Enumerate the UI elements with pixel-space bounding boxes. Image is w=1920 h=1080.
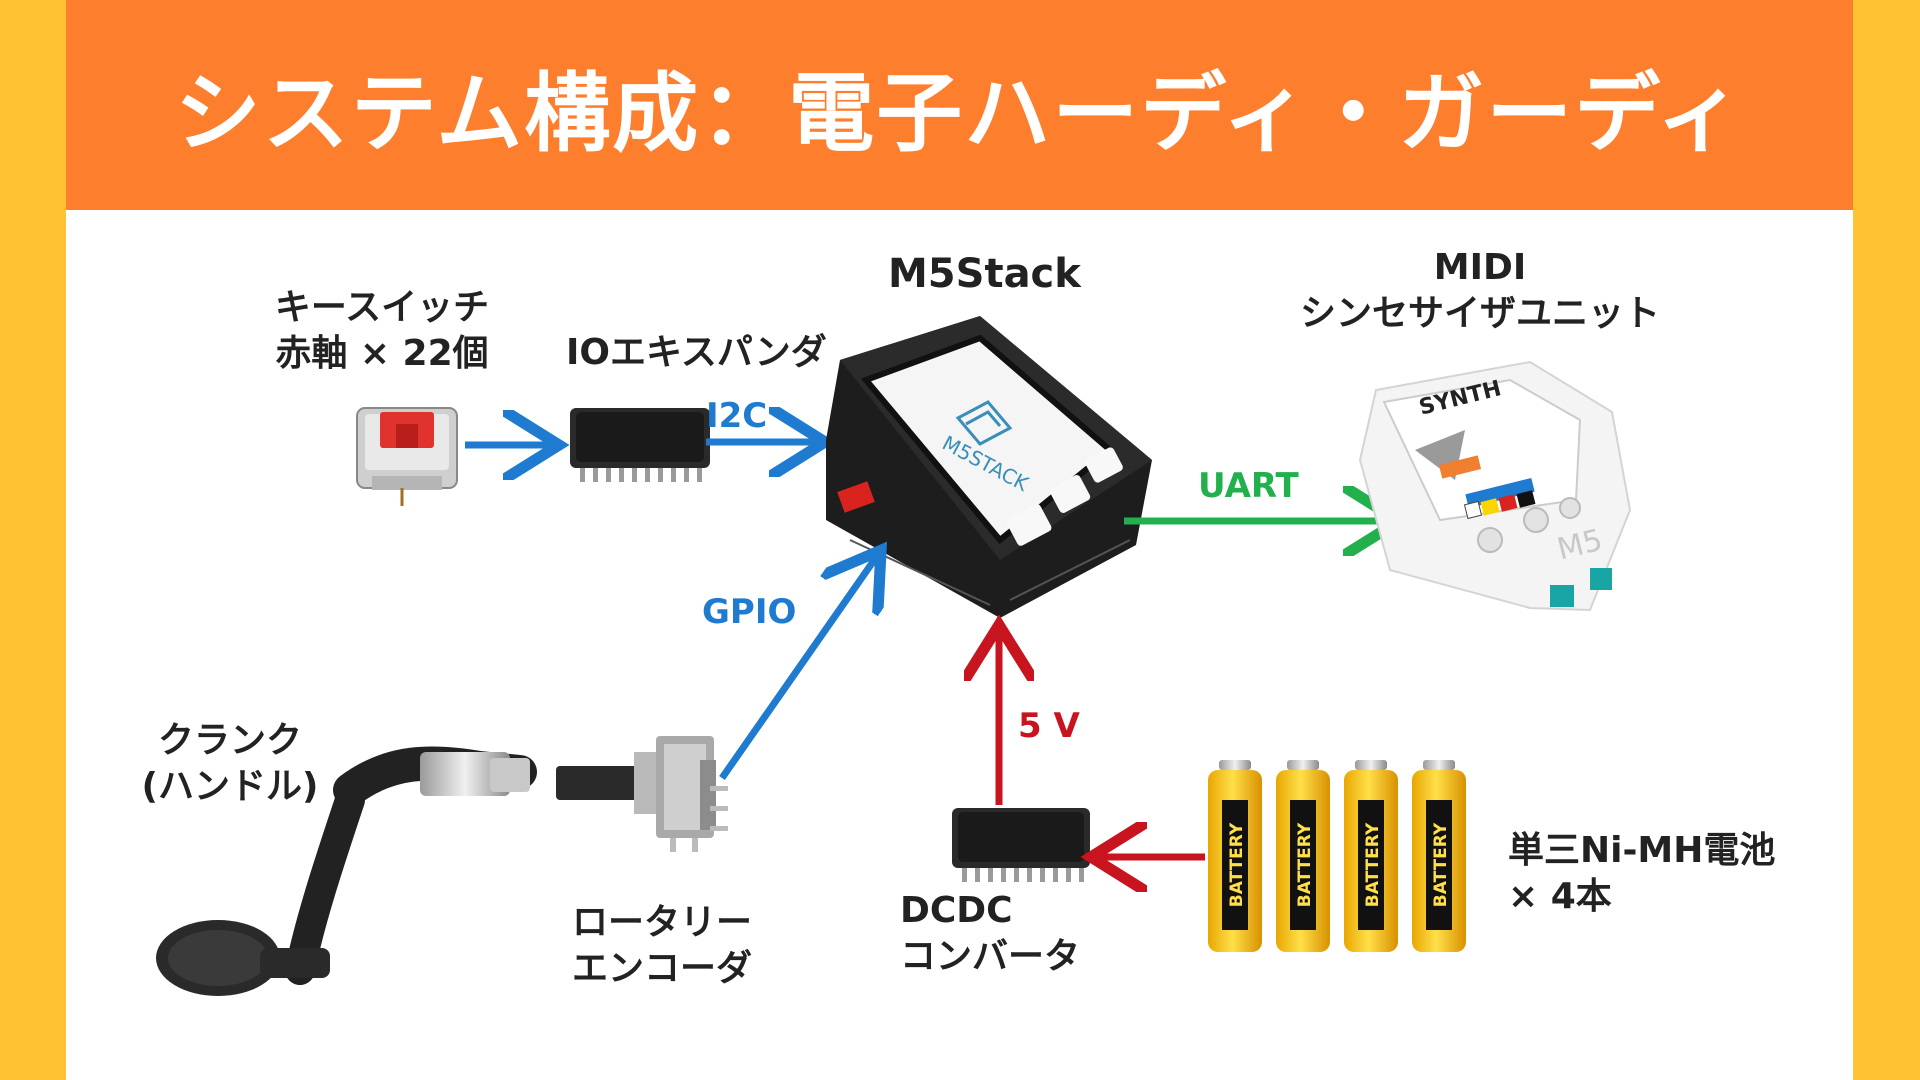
key-switch-label-line2: 赤軸 × 22個: [275, 333, 489, 374]
key-switch-label: キースイッチ 赤軸 × 22個: [262, 285, 502, 377]
i2c-link-label: I2C: [706, 396, 768, 436]
title-bar: システム構成：電子ハーディ・ガーディ: [66, 0, 1853, 210]
io-expander-label: IOエキスパンダ: [566, 330, 827, 376]
crank-label: クランク (ハンドル): [130, 718, 330, 810]
midi-synth-unit-image: SYNTH M5: [1358, 360, 1632, 612]
crank-handle-image: [156, 746, 537, 996]
battery-3: BATTERY: [1344, 760, 1398, 952]
battery-label-line1: 単三Ni-MH電池: [1508, 830, 1776, 871]
m5stack-label: M5Stack: [888, 251, 1081, 297]
crank-label-line2: (ハンドル): [141, 766, 319, 807]
arrow-gpio: [719, 556, 877, 781]
gpio-link-label: GPIO: [702, 592, 797, 632]
rotary-encoder-label: ロータリー エンコーダ: [572, 900, 752, 992]
battery-label: BATTERY: [1295, 822, 1315, 907]
battery-4: BATTERY: [1412, 760, 1466, 952]
dcdc-label-line1: DCDC: [900, 890, 1013, 931]
m5stack-device: M5STACK: [826, 316, 1152, 618]
page-title: システム構成：電子ハーディ・ガーディ: [174, 63, 1745, 164]
rotary-encoder-label-line2: エンコーダ: [572, 948, 753, 989]
rotary-encoder-image: [556, 736, 728, 852]
battery-label: BATTERY: [1431, 822, 1451, 907]
m5stack-label-text: M5Stack: [888, 251, 1081, 297]
midi-label-line2: シンセサイザユニット: [1299, 293, 1660, 334]
key-switch-label-line1: キースイッチ: [274, 287, 490, 328]
dcdc-label-line2: コンバータ: [900, 936, 1081, 977]
rotary-encoder-label-line1: ロータリー: [572, 902, 753, 943]
key-switch-image: [356, 407, 458, 506]
io-expander-label-text: IOエキスパンダ: [566, 332, 827, 373]
power-link-label: 5 V: [1018, 706, 1080, 746]
battery-1: BATTERY: [1208, 760, 1262, 952]
io-expander-chip: [570, 408, 710, 482]
dcdc-label: DCDC コンバータ: [900, 888, 1080, 980]
crank-label-line1: クランク: [157, 720, 302, 761]
midi-label: MIDI シンセサイザユニット: [1270, 245, 1690, 337]
battery-2: BATTERY: [1276, 760, 1330, 952]
midi-label-line1: MIDI: [1433, 247, 1527, 288]
dcdc-chip: [952, 808, 1090, 882]
battery-label: BATTERY: [1227, 822, 1247, 907]
battery-label-group: 単三Ni-MH電池 × 4本: [1508, 828, 1775, 920]
batteries-image: BATTERY BATTERY BATTERY BATTERY: [1208, 760, 1466, 952]
uart-link-label: UART: [1198, 466, 1299, 506]
battery-label-line2: × 4本: [1508, 876, 1612, 917]
battery-label: BATTERY: [1363, 822, 1383, 907]
